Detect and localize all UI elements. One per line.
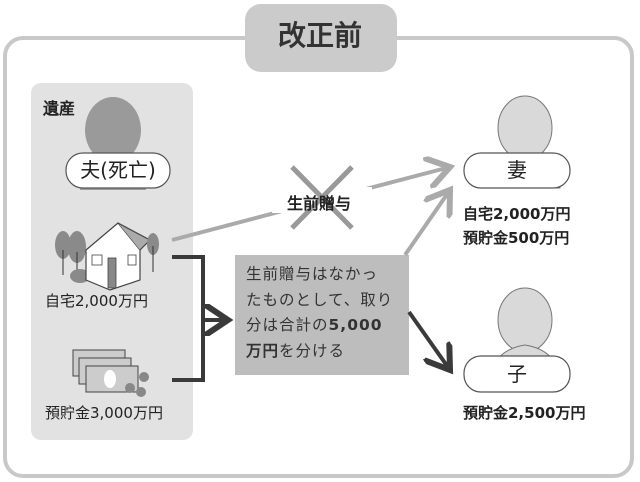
to-child-arrow — [407, 310, 450, 370]
wife-person-icon — [463, 95, 571, 189]
house-value: 自宅2,000万円 — [45, 292, 148, 310]
explanation-line: 分は合計の5,000 — [246, 313, 406, 339]
explanation-text-part: 分は合計の — [246, 316, 329, 334]
page-title: 改正前 — [277, 19, 362, 52]
wife-label: 妻 — [507, 158, 527, 182]
explanation-text-part: を分ける — [279, 341, 346, 360]
explanation-line: 万円を分ける — [246, 339, 406, 365]
explanation-line: たものとして、取り — [246, 290, 394, 309]
husband-person-icon — [65, 97, 171, 190]
savings-value: 預貯金3,000万円 — [45, 404, 163, 422]
title-tab — [245, 4, 397, 72]
to-wife-arrow — [403, 190, 450, 257]
estate-heading: 遺産 — [43, 99, 76, 118]
savings-money-icon — [72, 349, 149, 397]
gift-label: 生前贈与 — [287, 194, 352, 213]
deceased-label: 夫(死亡) — [80, 158, 156, 182]
child-label: 子 — [507, 362, 527, 386]
explanation-amount: 5,000 — [328, 316, 383, 334]
wife-savings: 預貯金500万円 — [463, 229, 570, 247]
cross-icon — [290, 165, 354, 230]
house-icon — [55, 222, 159, 291]
wife-house: 自宅2,000万円 — [463, 205, 571, 223]
explanation-amount-unit: 万円 — [246, 341, 280, 360]
explanation-line: 生前贈与はなかっ — [246, 265, 379, 283]
child-savings: 預貯金2,500万円 — [463, 404, 586, 422]
explanation-box — [235, 255, 409, 375]
explanation-text: 生前贈与はなかっ たものとして、取り 分は合計の5,000 万円を分ける — [246, 262, 406, 364]
child-person-icon — [463, 287, 571, 393]
